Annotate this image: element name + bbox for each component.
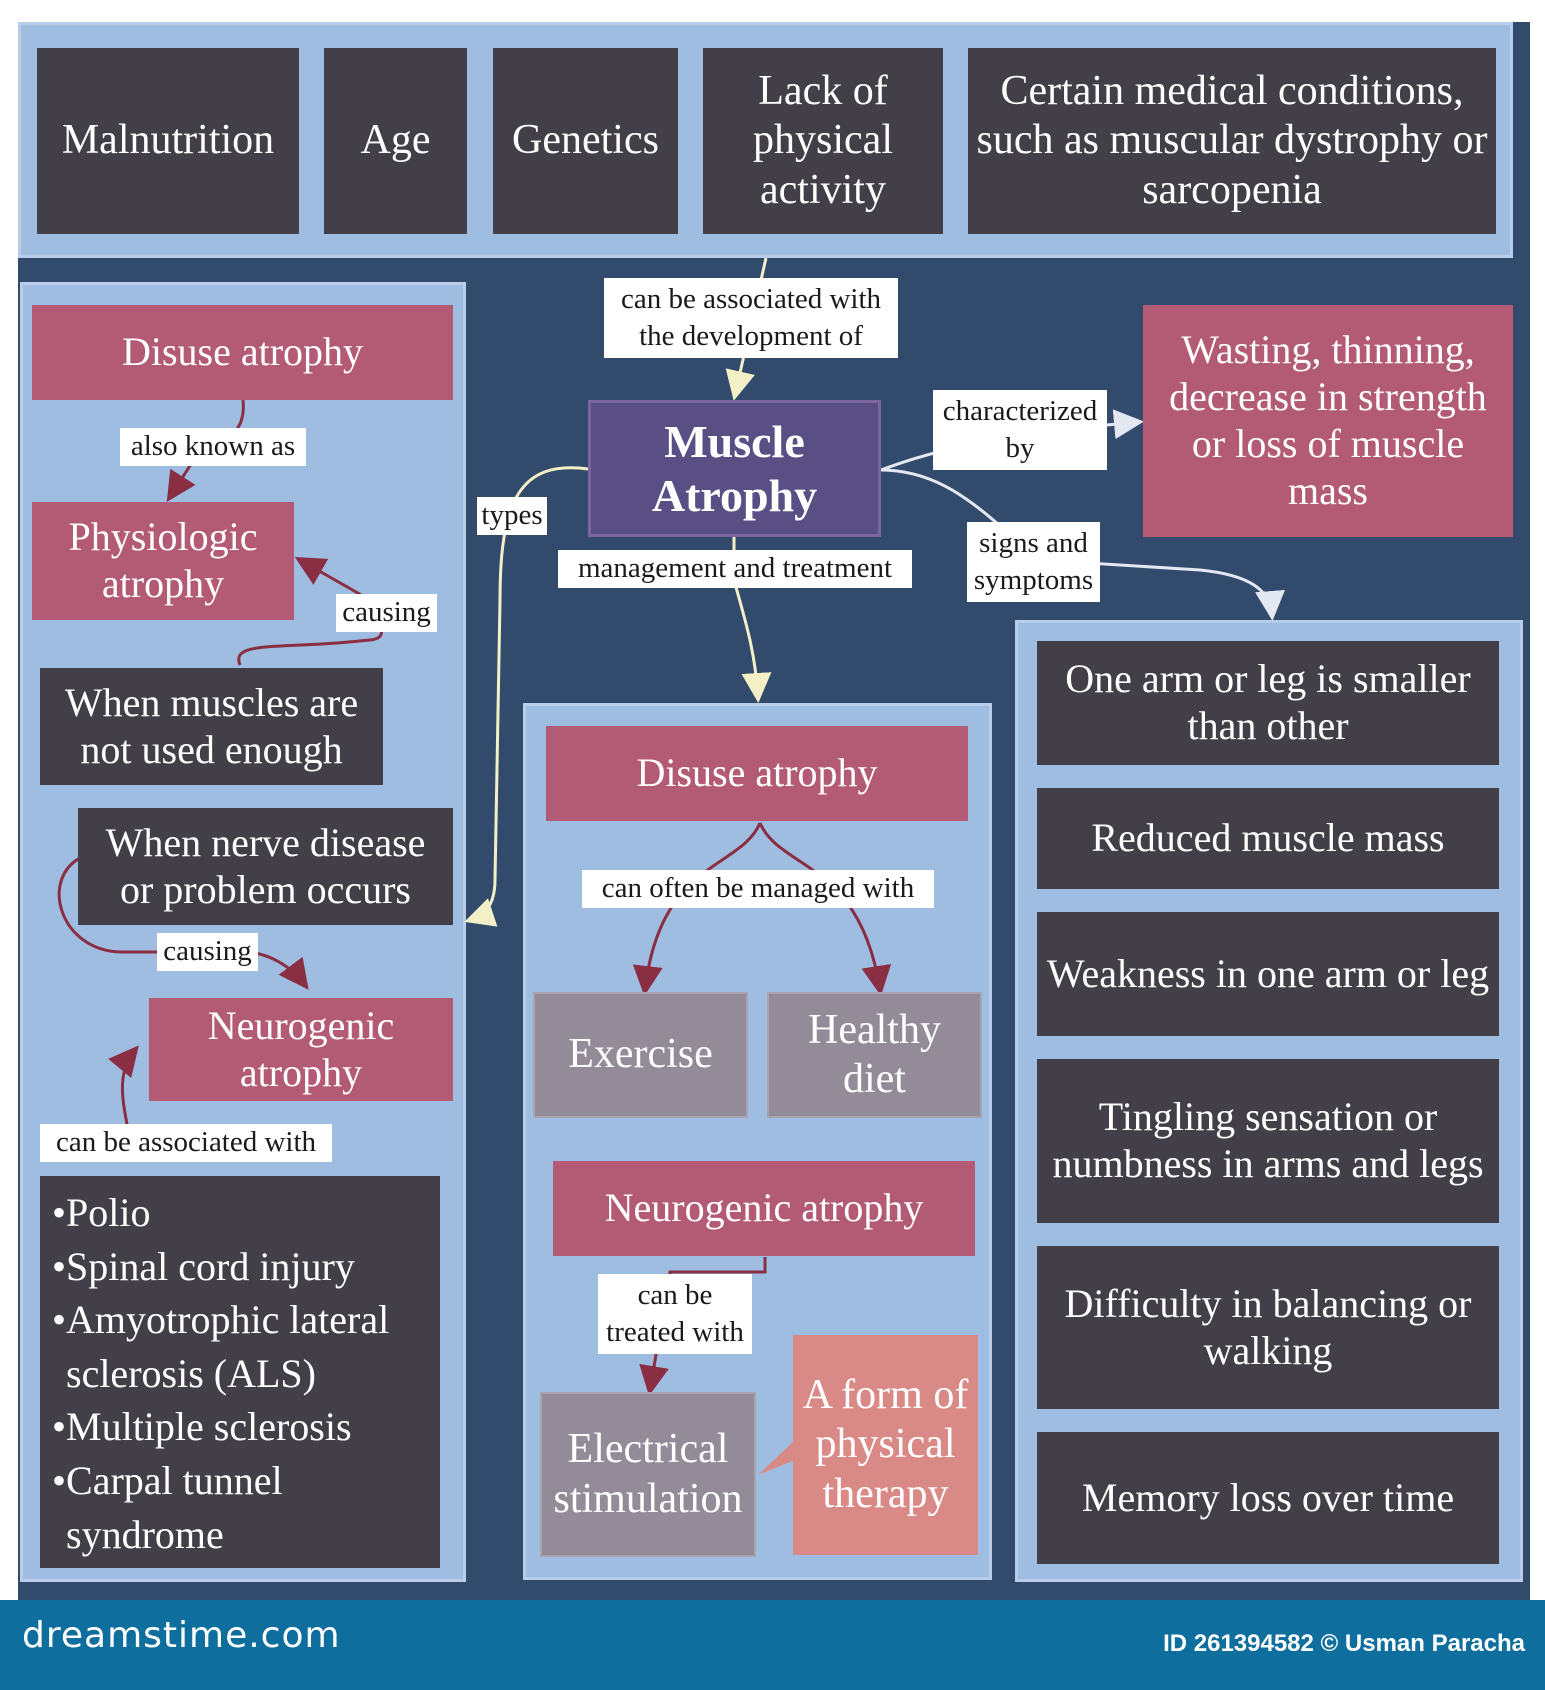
exercise-box: Exercise [533, 992, 748, 1118]
brand-logo: dreamstime.com [22, 1615, 341, 1656]
nerve-disease-box: When nerve disease or problem occurs [78, 808, 453, 925]
link-label-types: types [477, 497, 547, 535]
physical-therapy-callout: A form of physical therapy [793, 1335, 978, 1555]
symptom-item: Memory loss over time [1037, 1432, 1499, 1564]
muscle-atrophy-node: Muscle Atrophy [588, 400, 881, 537]
condition-item: Polio [52, 1186, 428, 1240]
muscles-not-used-box: When muscles are not used enough [40, 668, 383, 785]
condition-item: Amyotrophic lateral sclerosis (ALS) [52, 1293, 428, 1400]
cause-malnutrition: Malnutrition [37, 48, 299, 234]
condition-item: Carpal tunnel syndrome [52, 1454, 428, 1561]
electrical-stimulation-box: Electrical stimulation [540, 1392, 756, 1557]
link-label-management: management and treatment [558, 550, 912, 588]
disuse-atrophy-type: Disuse atrophy [32, 305, 453, 400]
cause-age: Age [324, 48, 467, 234]
symptom-item: Reduced muscle mass [1037, 788, 1499, 889]
characterization-box: Wasting, thinning, decrease in strength … [1143, 305, 1513, 537]
link-label-also-known-as: also known as [120, 428, 306, 466]
link-label-causes: can be associated with the development o… [604, 278, 898, 358]
link-label-signs: signs and symptoms [967, 522, 1100, 602]
link-label-treated-with: can be treated with [598, 1274, 752, 1354]
symptom-item: One arm or leg is smaller than other [1037, 641, 1499, 765]
cause-medical-conditions: Certain medical conditions, such as musc… [968, 48, 1496, 234]
image-credit: ID 261394582 © Usman Paracha [1163, 1630, 1525, 1657]
cause-genetics: Genetics [493, 48, 678, 234]
link-label-causing-2: causing [157, 933, 258, 971]
link-label-causing-1: causing [336, 594, 437, 632]
physiologic-atrophy: Physiologic atrophy [32, 502, 294, 620]
footer-bar [0, 1600, 1545, 1690]
link-label-managed-with: can often be managed with [582, 870, 934, 908]
symptom-item: Weakness in one arm or leg [1037, 912, 1499, 1036]
neurogenic-conditions-list: Polio Spinal cord injury Amyotrophic lat… [40, 1176, 440, 1568]
symptom-item: Difficulty in balancing or walking [1037, 1246, 1499, 1409]
link-label-characterized: characterized by [933, 390, 1107, 470]
symptom-item: Tingling sensation or numbness in arms a… [1037, 1059, 1499, 1223]
neurogenic-atrophy-management: Neurogenic atrophy [553, 1161, 975, 1256]
neurogenic-atrophy-type: Neurogenic atrophy [149, 998, 453, 1101]
link-label-associated-with: can be associated with [40, 1124, 332, 1162]
condition-item: Spinal cord injury [52, 1240, 428, 1294]
cause-lack-of-physical-activity: Lack of physical activity [703, 48, 943, 234]
healthy-diet-box: Healthy diet [767, 992, 982, 1118]
condition-item: Multiple sclerosis [52, 1400, 428, 1454]
disuse-atrophy-management: Disuse atrophy [546, 726, 968, 821]
